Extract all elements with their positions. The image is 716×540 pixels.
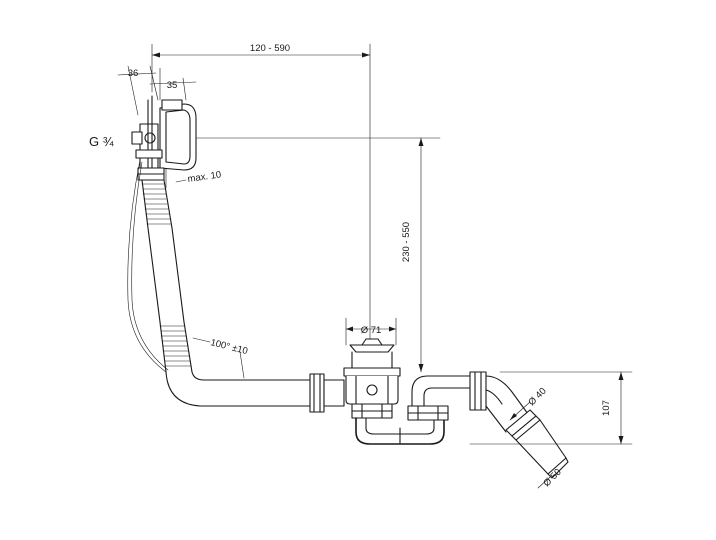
horizontal-pipe bbox=[165, 371, 345, 413]
inlet-thread-label: G ¾ bbox=[89, 134, 114, 149]
overflow-hose bbox=[127, 159, 193, 373]
dim-36-label: 36 bbox=[128, 68, 139, 79]
dimension-lines bbox=[117, 43, 633, 489]
drain-diameter-label: Ø 71 bbox=[361, 325, 382, 336]
overflow-angle-label: 100° ±10 bbox=[209, 337, 249, 357]
waste-body bbox=[343, 338, 449, 445]
dim-35-label: 35 bbox=[167, 80, 178, 91]
height-range-label: 230 - 550 bbox=[401, 222, 412, 262]
height-107-label: 107 bbox=[601, 400, 612, 416]
width-range-label: 120 - 590 bbox=[250, 43, 290, 54]
outlet-diameter-40-label: Ø 40 bbox=[526, 386, 548, 408]
max-10-label: max. 10 bbox=[187, 169, 222, 185]
overflow-head bbox=[131, 95, 197, 181]
outlet-bend bbox=[411, 371, 569, 479]
